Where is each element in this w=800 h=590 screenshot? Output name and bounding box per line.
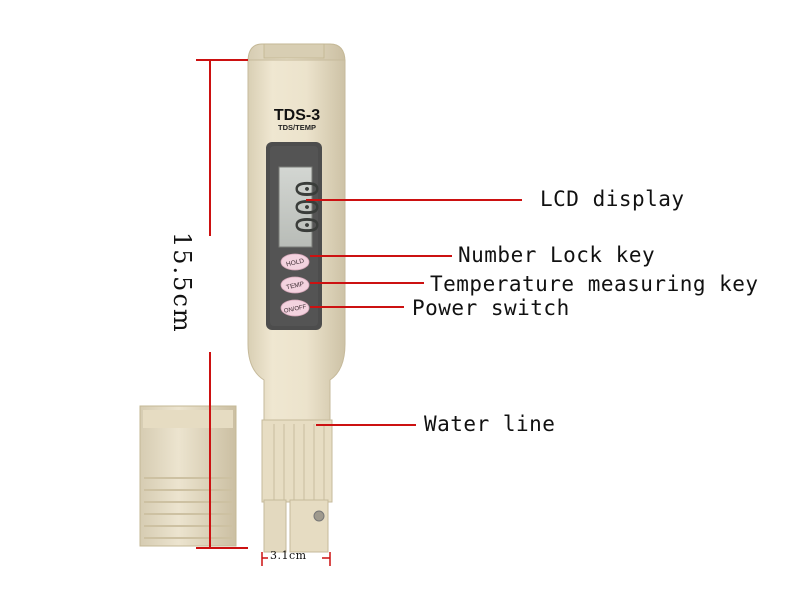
width-dimension-label: 3.1cm bbox=[270, 549, 307, 562]
temperature-label: Temperature measuring key bbox=[430, 272, 759, 296]
lcd-screen: 000 bbox=[278, 166, 323, 248]
lcd-display-label: LCD display bbox=[540, 187, 685, 211]
power-switch-label: Power switch bbox=[412, 296, 570, 320]
power-button[interactable]: ON/OFF bbox=[280, 299, 310, 317]
water-line-label: Water line bbox=[424, 412, 556, 436]
width-dimension-line bbox=[261, 552, 331, 566]
temp-button-label: TEMP bbox=[286, 281, 305, 292]
lcd-reading: 000 bbox=[288, 180, 323, 234]
height-dimension-label: 15.5cm bbox=[168, 232, 196, 334]
height-dimension-line bbox=[196, 59, 248, 549]
hold-button-label: HOLD bbox=[286, 258, 305, 269]
probe-section bbox=[261, 419, 333, 553]
model-subtitle: TDS/TEMP bbox=[278, 123, 316, 132]
model-label: TDS-3 bbox=[274, 107, 320, 124]
power-button-label: ON/OFF bbox=[284, 304, 308, 315]
protective-cap bbox=[139, 405, 237, 547]
temp-button[interactable]: TEMP bbox=[280, 276, 310, 294]
hold-button[interactable]: HOLD bbox=[280, 253, 310, 271]
number-lock-label: Number Lock key bbox=[458, 243, 656, 267]
electrode-icon bbox=[313, 510, 325, 522]
